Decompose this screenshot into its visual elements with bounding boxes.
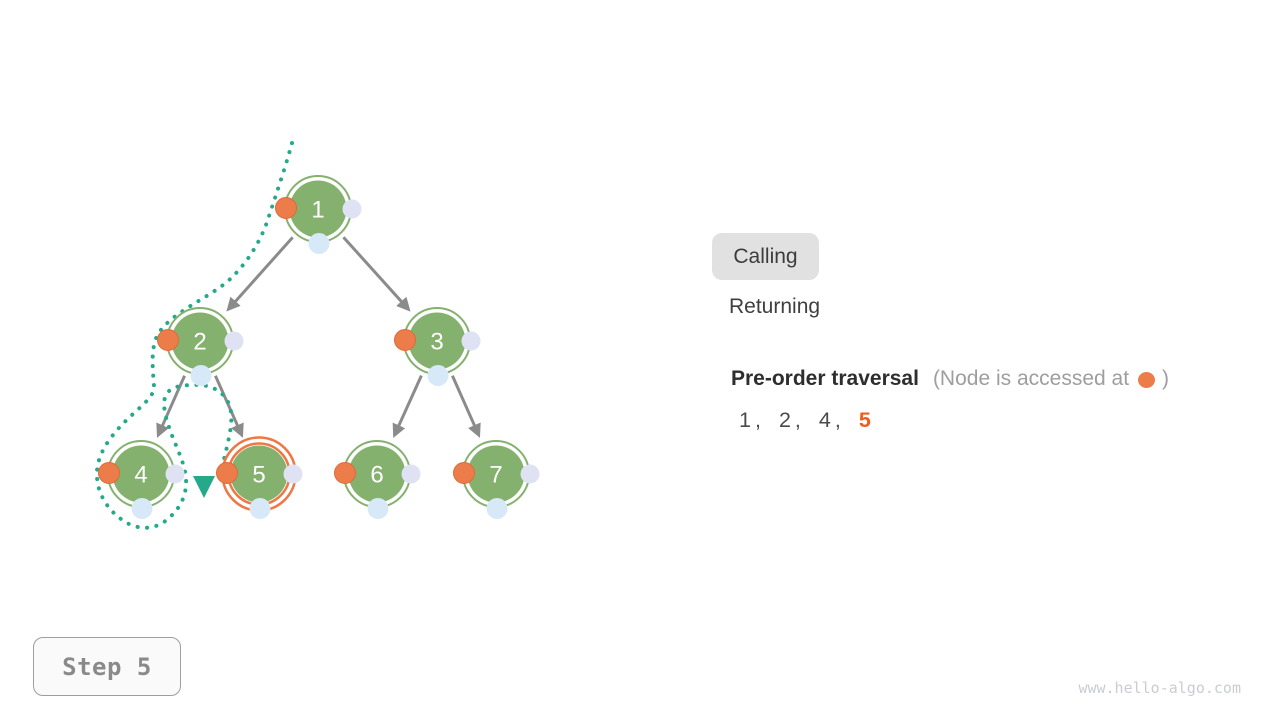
tree-edge-1-3 [342, 236, 411, 312]
traversal-cursor-icon [193, 476, 215, 498]
right-slot-dot-icon [461, 331, 481, 351]
node-value: 5 [252, 462, 265, 489]
node-circle [171, 312, 229, 370]
bottom-slot-dot-icon [486, 498, 508, 519]
step-label: Step 5 [62, 652, 152, 681]
bottom-slot-dot-icon [427, 365, 449, 386]
access-dot-icon [157, 329, 179, 351]
access-marker-dot-icon [1138, 372, 1156, 388]
traversal-note-suffix: ) [1162, 367, 1170, 390]
tree-node-4: 4 [98, 440, 185, 519]
sequence-value-1: 1, [739, 408, 761, 432]
traversal-trace-path [94, 141, 294, 530]
node-value: 4 [134, 462, 147, 489]
tree-node-5: 5 [216, 436, 303, 519]
legend-returning-label: Returning [729, 295, 821, 318]
bottom-slot-dot-icon [367, 498, 389, 519]
bottom-slot-dot-icon [249, 498, 271, 519]
access-dot-icon [453, 462, 475, 484]
node-value: 2 [193, 329, 206, 356]
tree-node-3: 3 [394, 307, 481, 386]
traversal-note: (Node is accessed at ) [933, 367, 1169, 391]
access-dot-icon [334, 462, 356, 484]
node-circle [112, 445, 170, 503]
tree-edge-3-6 [392, 375, 423, 438]
tree-edge-3-7 [451, 375, 481, 438]
node-circle [348, 445, 406, 503]
traversal-sequence: 1, 2, 4, 5 [739, 408, 871, 433]
bottom-slot-dot-icon [190, 365, 212, 386]
tree-node-1: 1 [275, 175, 362, 254]
right-slot-dot-icon [224, 331, 244, 351]
legend-calling-label: Calling [733, 244, 798, 268]
right-slot-dot-icon [520, 464, 540, 484]
tree-edge-1-2 [226, 236, 294, 312]
node-value: 3 [430, 329, 443, 356]
right-slot-dot-icon [283, 464, 303, 484]
access-dot-icon [275, 197, 297, 219]
node-circle [467, 445, 525, 503]
step-badge: Step 5 [33, 637, 181, 696]
node-circle [408, 312, 466, 370]
sequence-value-2: 2, [778, 408, 801, 432]
traversal-title: Pre-order traversal [731, 367, 919, 390]
tree-node-6: 6 [334, 440, 421, 519]
node-value: 7 [489, 462, 502, 489]
node-circle [230, 445, 288, 503]
tree-edge-2-4 [156, 375, 186, 438]
sequence-value-4: 4, [818, 408, 841, 432]
access-dot-icon [98, 462, 120, 484]
traversal-header: Pre-order traversal (Node is accessed at… [731, 367, 1169, 391]
sequence-value-5: 5 [858, 408, 871, 432]
right-slot-dot-icon [342, 199, 362, 219]
right-slot-dot-icon [165, 464, 185, 484]
node-value: 6 [370, 462, 383, 489]
tree-node-7: 7 [453, 440, 540, 519]
tree-edge-2-5 [214, 375, 244, 438]
node-circle [289, 180, 347, 238]
bottom-slot-dot-icon [131, 498, 153, 519]
watermark-url: www.hello-algo.com [1078, 679, 1241, 697]
access-dot-icon [216, 462, 238, 484]
traversal-note-prefix: (Node is accessed at [932, 367, 1130, 390]
node-value: 1 [311, 197, 324, 224]
legend-calling-badge: Calling [712, 233, 819, 280]
right-slot-dot-icon [401, 464, 421, 484]
bottom-slot-dot-icon [308, 233, 330, 254]
tree-node-2: 2 [157, 307, 244, 386]
access-dot-icon [394, 329, 416, 351]
